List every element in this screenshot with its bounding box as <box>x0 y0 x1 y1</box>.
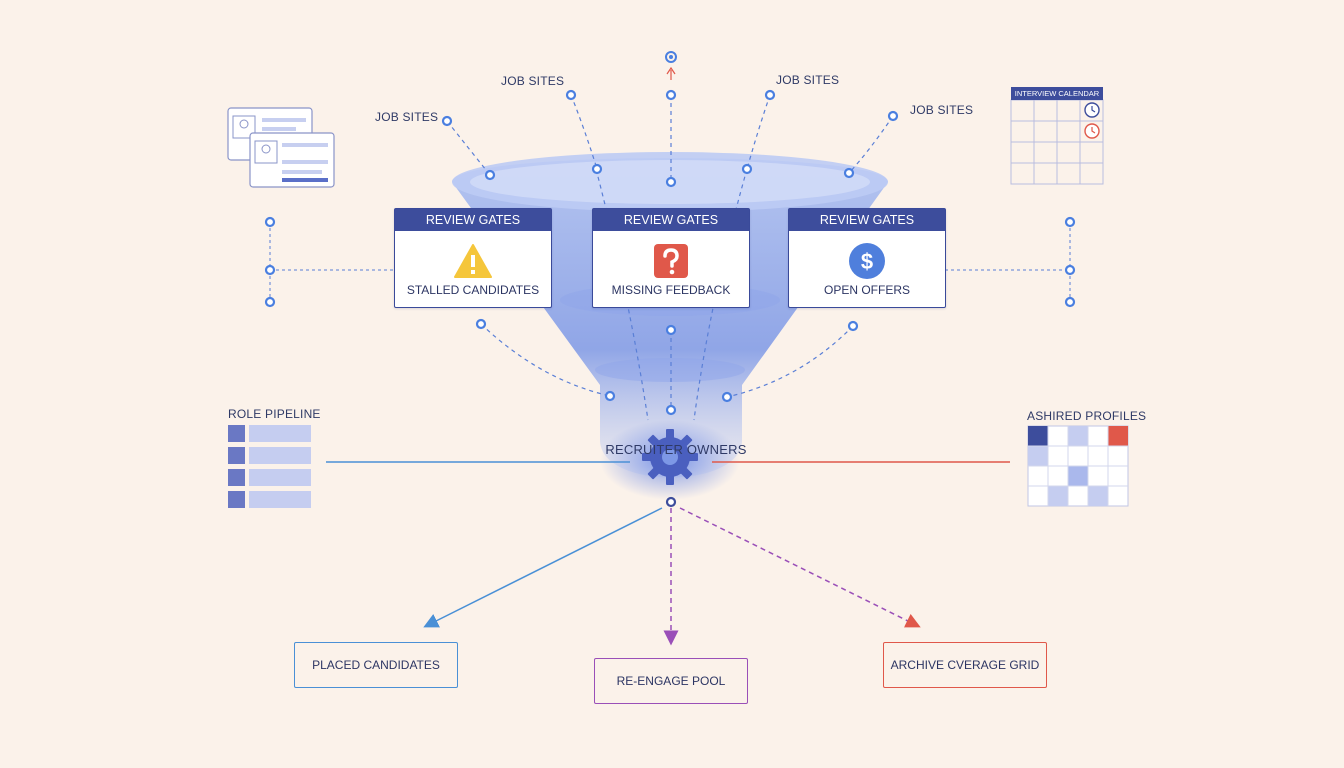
output-label: RE-ENGAGE POOL <box>616 674 726 688</box>
clock-icon <box>1084 102 1100 118</box>
gate-header: REVIEW GATES <box>789 209 945 231</box>
gate-label: OPEN OFFERS <box>823 283 910 297</box>
output-archive-grid[interactable]: ARCHIVE CVERAGE GRID <box>883 642 1047 688</box>
calendar-header <box>1011 87 1103 100</box>
output-label: PLACED CANDIDATES <box>312 658 440 672</box>
job-sites-label-1: JOB SITES <box>375 110 439 124</box>
gate-header: REVIEW GATES <box>395 209 551 231</box>
calendar-title: INTERVIEW CALENDAR <box>1014 89 1100 98</box>
connector-dots <box>264 89 1076 508</box>
job-sites-label-2: JOB SITES <box>501 74 565 88</box>
question-icon <box>654 244 688 278</box>
arrow-archive <box>679 507 921 628</box>
hub-label: RECRUITER OWNERS <box>605 442 747 457</box>
resume-cards-icon <box>227 107 335 188</box>
side-connectors <box>269 222 1071 302</box>
top-gear-icon <box>665 51 677 80</box>
calendar-grid <box>1010 99 1104 185</box>
role-pipeline-table <box>228 425 311 508</box>
arrow-placed <box>423 507 663 628</box>
profiles-label: ASHIRED PROFILES <box>1027 409 1147 423</box>
dollar-icon: $ <box>849 243 885 279</box>
gate-header: REVIEW GATES <box>593 209 749 231</box>
gate-open-offers[interactable]: REVIEW GATES $ OPEN OFFERS <box>788 208 946 308</box>
gate-missing-feedback[interactable]: REVIEW GATES MISSING FEEDBACK <box>592 208 750 308</box>
svg-text:$: $ <box>861 249 873 274</box>
gate-label: STALLED CANDIDATES <box>406 283 540 297</box>
job-sites-label-3: JOB SITES <box>776 73 840 87</box>
clock-alert-icon <box>1084 123 1100 139</box>
gate-label: MISSING FEEDBACK <box>611 283 731 297</box>
gate-stalled-candidates[interactable]: REVIEW GATES STALLED CANDIDATES <box>394 208 552 308</box>
output-re-engage-pool[interactable]: RE-ENGAGE POOL <box>594 658 748 704</box>
job-sites-label-4: JOB SITES <box>910 103 974 117</box>
output-placed-candidates[interactable]: PLACED CANDIDATES <box>294 642 458 688</box>
output-label: ARCHIVE CVERAGE GRID <box>890 658 1040 672</box>
hub-gear-icon <box>642 429 698 485</box>
warning-icon <box>454 244 492 278</box>
profiles-grid <box>1027 425 1129 507</box>
role-pipeline-label: ROLE PIPELINE <box>228 407 321 421</box>
